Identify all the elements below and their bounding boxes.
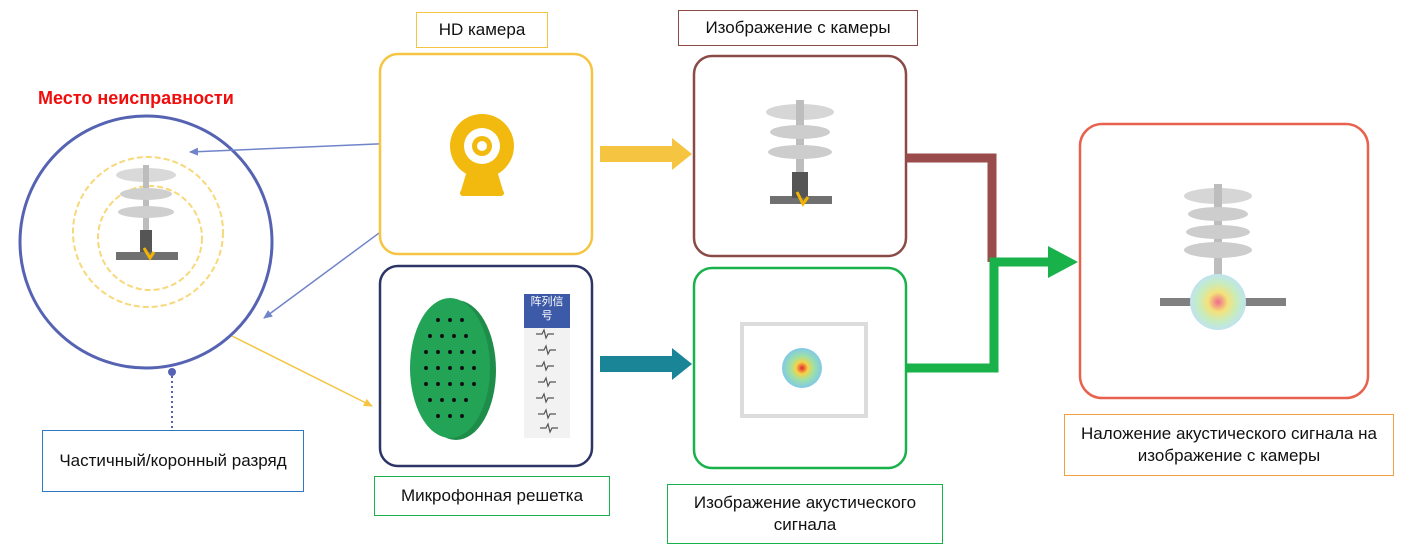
acoustic-image-label: Изображение акустического сигнала [667,484,943,544]
fault-location-title: Место неисправности [38,88,234,108]
mic-to-acoustic-arrow [600,348,692,380]
acoustic-frame [740,322,868,418]
webcam-icon [450,114,514,196]
camera-image-insulator-icon [766,100,834,207]
discharge-connector-dot [168,368,176,376]
acoustic-heat-spot [782,348,822,388]
camera-label: HD камера [416,12,548,48]
camera-image-merge-line [906,153,997,262]
merge-arrow-head [1048,246,1078,278]
corona-ring-inner [97,185,203,291]
camera-image-label: Изображение с камеры [678,10,918,46]
camera-to-image-arrow [600,138,692,170]
signal-waveform-icons [536,328,558,434]
discharge-label: Частичный/коронный разряд [42,430,304,492]
acoustic-merge-line [906,257,1048,373]
fault-insulator-icon [116,165,178,261]
signal-panel-header: 阵列信号 [530,295,564,322]
fault-to-mic-arrow [231,335,373,407]
overlay-heat-spot [1190,274,1246,330]
mic-array-label: Микрофонная решетка [374,476,610,516]
microphone-array-icon [410,298,496,440]
corona-ring-outer [72,156,224,308]
overlay-label: Наложение акустического сигнала на изобр… [1064,414,1394,476]
signal-panel-header-bg [524,294,570,328]
overlay-card [1078,122,1370,400]
